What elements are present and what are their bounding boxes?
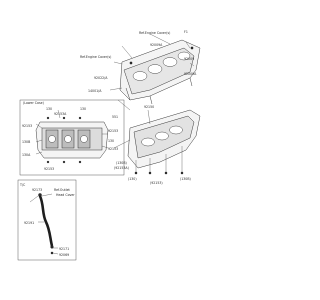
- figure-code: F1: [184, 30, 188, 34]
- part-label-92153-left: 92153: [22, 124, 32, 128]
- ref-outlet-label: Ref.Outlet: [54, 188, 71, 192]
- tag-label: T/C: [19, 183, 26, 187]
- upper-case-bores: [132, 51, 191, 81]
- part-label-92153a-paren: (92153A): [114, 166, 129, 170]
- lower-case-bores: [141, 125, 183, 147]
- part-label-92150: 92150: [144, 105, 154, 109]
- lower-case-detail-box: [19, 99, 125, 176]
- part-label-130b-paren: (130B): [116, 161, 127, 165]
- lower-crankcase-right: [127, 109, 201, 175]
- lower-case-detail: [35, 116, 109, 164]
- upper-crankcase: [119, 39, 201, 105]
- part-label-92153-r2: 92153: [108, 147, 118, 151]
- part-label-92069: 92069: [59, 253, 69, 257]
- parts-diagram: F1 Ref.Engine Cover(s) 92009A Ref.Engine…: [17, 30, 201, 261]
- bearing-caps: [45, 129, 91, 149]
- part-label-130a: 130A: [22, 153, 31, 157]
- part-label-92153-r1: 92153: [108, 129, 118, 133]
- ref-engine-cover-top-label: Ref.Engine Cover(s): [139, 31, 170, 35]
- part-label-551: 551: [112, 115, 118, 119]
- exploded-view-drawing: F1 Ref.Engine Cover(s) 92009A Ref.Engine…: [17, 30, 201, 261]
- ref-engine-cover-mid-label: Ref.Engine Cover(s): [80, 55, 111, 59]
- part-label-92009a-top: 92009A: [150, 43, 163, 47]
- part-label-92173: 92173: [32, 188, 42, 192]
- part-label-130-right: 130: [80, 107, 86, 111]
- lower-case-heading: (Lower Case): [23, 101, 44, 105]
- hose-assembly: [38, 193, 54, 255]
- part-label-92009: 92009: [184, 57, 194, 61]
- part-label-92153-bottom: 92153: [44, 167, 54, 171]
- ref-outlet-sub-label: Head Cover: [56, 193, 75, 197]
- part-label-130-left: 130: [46, 107, 52, 111]
- part-label-92171: 92171: [59, 247, 69, 251]
- part-label-14001: 14001/A: [88, 89, 102, 93]
- part-label-92022: 92022/A: [94, 76, 108, 80]
- part-label-92191: 92191: [24, 221, 34, 225]
- leader-lines: [29, 33, 195, 255]
- part-label-92153a: 92153A: [54, 112, 67, 116]
- part-label-92009a-right: 92009A: [184, 72, 197, 76]
- part-label-130-paren: (130): [128, 177, 137, 181]
- part-label-92153-paren: (92153): [150, 181, 163, 185]
- part-label-130b: 130B: [22, 140, 30, 144]
- hose-detail-box: [17, 179, 77, 261]
- part-label-130-mid: 130: [108, 139, 114, 143]
- part-label-130b-paren-right: (130B): [180, 177, 191, 181]
